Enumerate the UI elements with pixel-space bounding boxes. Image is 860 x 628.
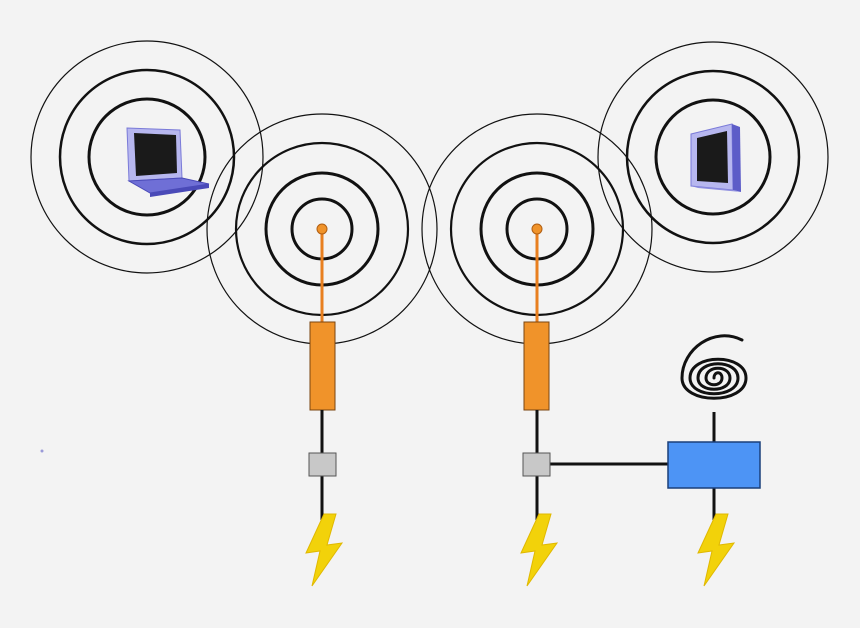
connector: [308, 452, 337, 477]
laptop-icon: [126, 127, 210, 197]
monitor-signal-rings: [597, 41, 829, 273]
stray-dot: [40, 449, 44, 453]
connector: [522, 452, 551, 477]
antenna-tip: [531, 223, 543, 235]
monitor-icon: [690, 123, 741, 192]
antenna-tip: [316, 223, 328, 235]
lightning-bolt-icon: [697, 513, 736, 587]
access-point-1: [308, 223, 337, 520]
controller-unit: [667, 334, 761, 520]
antenna-body: [523, 321, 550, 411]
power-sources: [305, 513, 736, 587]
laptop-signal-rings: [30, 40, 264, 274]
access-point-2: [522, 223, 668, 520]
lightning-bolt-icon: [305, 513, 344, 587]
antenna-body: [309, 321, 336, 411]
controller-box: [667, 441, 761, 489]
lightning-bolt-icon: [520, 513, 559, 587]
spiral-icon: [680, 334, 748, 400]
